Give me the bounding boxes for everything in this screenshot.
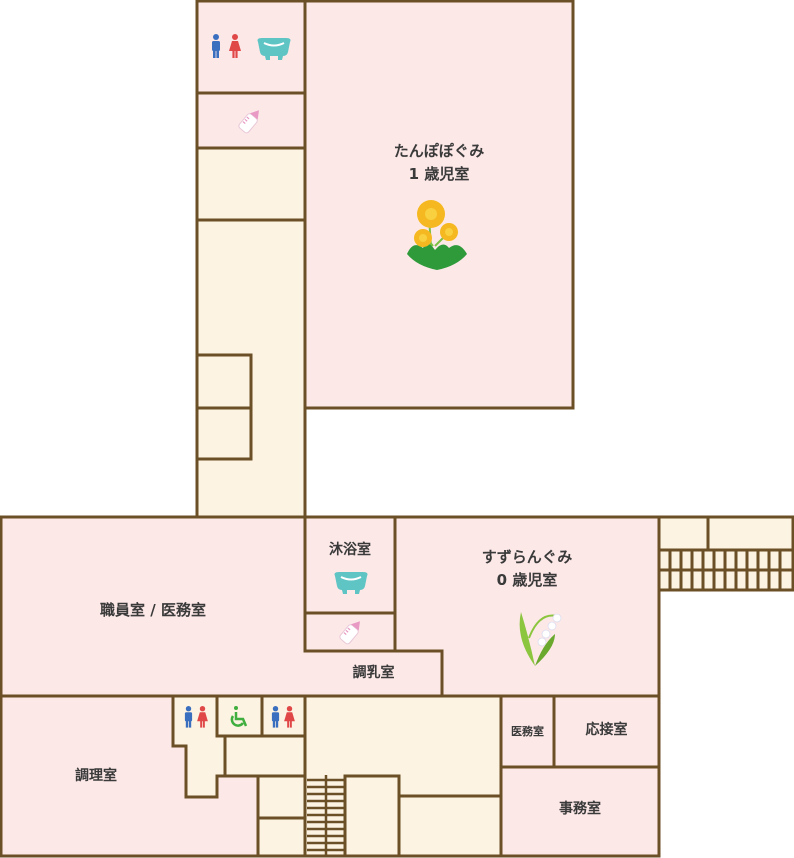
room-label-tanpopo: たんぽぽぐみ 1 歳児室 <box>305 140 573 185</box>
wheelchair-icon <box>230 706 248 727</box>
room-label-medical: 医務室 <box>511 725 544 738</box>
lily-of-the-valley-icon <box>519 612 562 666</box>
room-label-kitchen: 調理室 <box>75 768 117 784</box>
room-name: すずらんぐみ <box>481 548 573 566</box>
room-label-staff: 職員室 / 医務室 <box>100 601 206 619</box>
room-name: たんぽぽぐみ <box>393 142 485 160</box>
room-label-milk: 調乳室 <box>352 665 395 681</box>
dandelion-icon <box>407 200 467 270</box>
room-label-suzuran: すずらんぐみ 0 歳児室 <box>395 546 659 591</box>
room-label-reception: 応接室 <box>585 722 628 738</box>
room-label-office: 事務室 <box>559 801 601 817</box>
room-age: 0 歳児室 <box>496 570 558 589</box>
north-storage <box>195 146 307 222</box>
bath-room <box>303 515 397 615</box>
room-age: 1 歳児室 <box>408 164 470 183</box>
room-label-bath: 沐浴室 <box>329 542 371 558</box>
